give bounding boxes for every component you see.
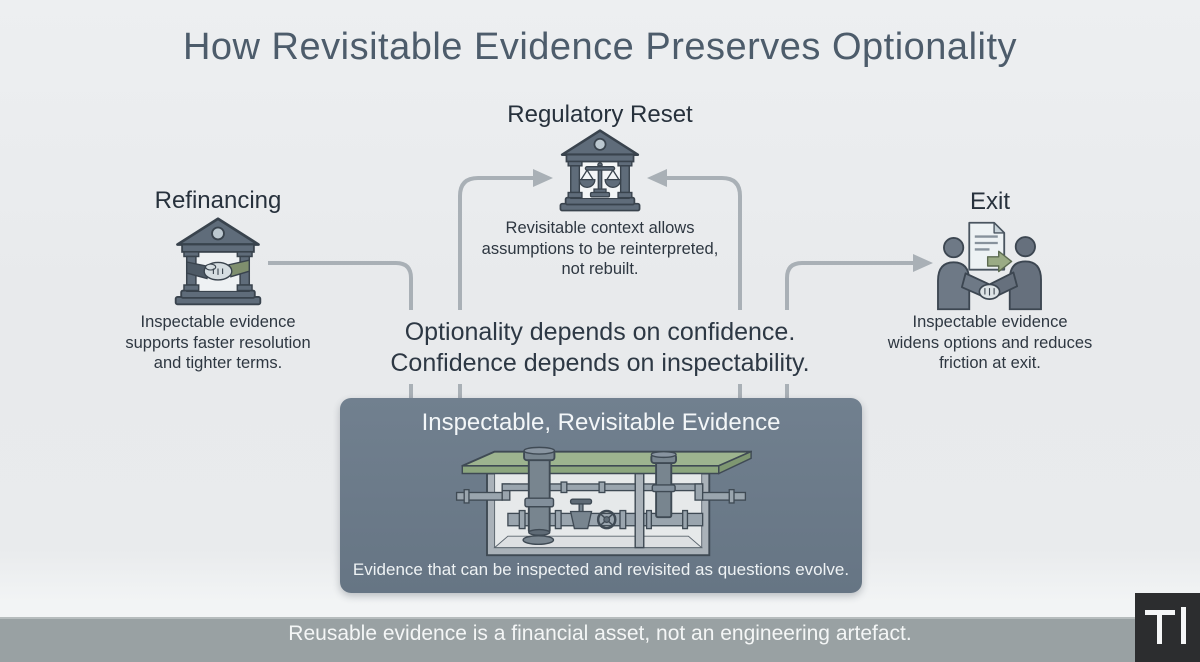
evidence-box-caption: Evidence that can be inspected and revis… [352, 560, 850, 579]
bank-scales-icon [559, 129, 641, 212]
scales-of-justice-glyph [578, 162, 622, 198]
surface-slab-side [718, 450, 752, 475]
handshake-glyph [186, 259, 250, 281]
gate-valve [569, 498, 593, 530]
handwheel-valve [596, 509, 617, 530]
regulatory-reset-caption: Revisitable context allows assumptions t… [481, 219, 719, 278]
refinancing-caption: Inspectable evidence supports faster res… [125, 313, 311, 372]
connector-refinancing [268, 261, 413, 310]
refinancing-title: Refinancing [154, 187, 282, 214]
handshake-document-icon [937, 221, 1042, 311]
divider-wall [634, 472, 645, 549]
clasped-hands-glyph [978, 283, 1001, 300]
right-person-glyph [988, 236, 1042, 311]
exit-title: Exit [969, 188, 1010, 215]
bank-handshake-icon [174, 217, 262, 306]
central-statement: Optionality depends on confidence. Confi… [390, 318, 810, 377]
footer-quote: Reusable evidence is a financial asset, … [288, 622, 912, 645]
right-riser-pipe [650, 450, 677, 519]
underground-utility-vault-illustration [455, 446, 753, 557]
floor-drain [522, 535, 555, 545]
footer-bar [0, 617, 1200, 662]
exit-caption: Inspectable evidence widens options and … [887, 313, 1093, 372]
connector-regulatory-right [667, 176, 742, 310]
page-title: How Revisitable Evidence Preserves Optio… [182, 26, 1018, 68]
arrowhead-to-regulatory-left-icon [533, 169, 553, 187]
regulatory-reset-title: Regulatory Reset [507, 101, 693, 128]
document-glyph [968, 221, 1013, 273]
left-riser-pipe [523, 446, 556, 536]
connector-regulatory-left [458, 176, 533, 310]
upper-pipe-run [455, 481, 747, 504]
surface-slab-top [461, 450, 753, 467]
arrowhead-to-regulatory-right-icon [647, 169, 667, 187]
surface-slab-front [461, 465, 720, 475]
brand-logo [1135, 593, 1200, 662]
evidence-box-title: Inspectable, Revisitable Evidence [421, 409, 781, 436]
connector-exit [785, 261, 913, 310]
arrowhead-to-exit-icon [913, 254, 933, 272]
logo-ti-icon [1145, 607, 1186, 644]
